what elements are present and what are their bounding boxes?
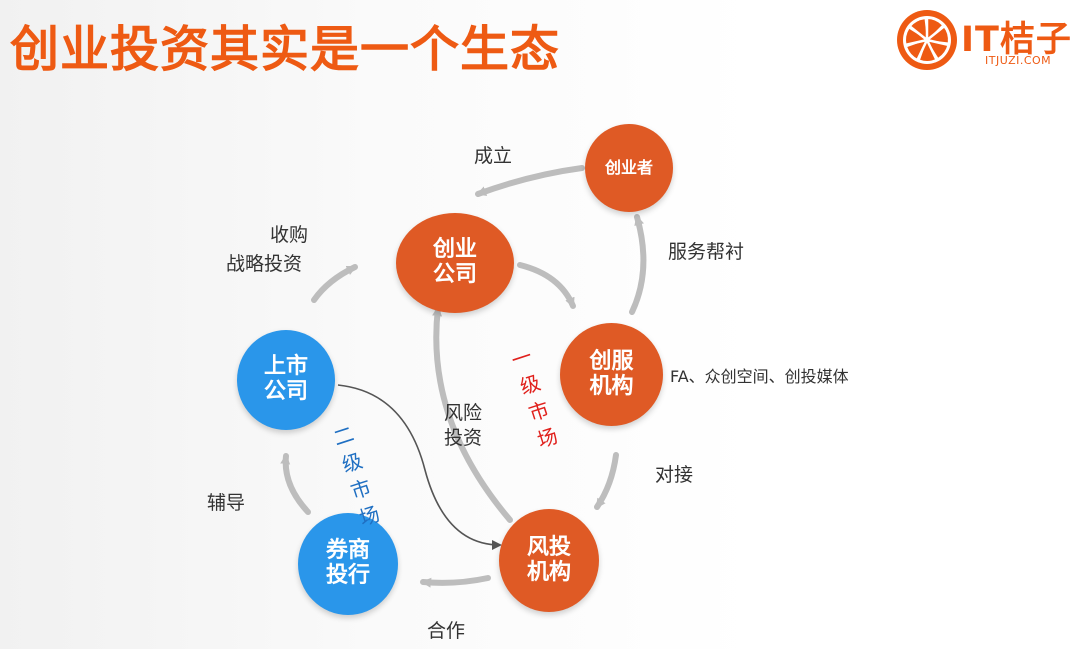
label-service-support: 服务帮衬 xyxy=(668,241,745,263)
node-listed-line2: 公司 xyxy=(263,379,308,404)
label-docking: 对接 xyxy=(655,464,694,486)
node-startup: 创业 公司 xyxy=(396,213,514,313)
node-vc-line1: 风投 xyxy=(526,534,571,560)
node-vc-line2: 机构 xyxy=(526,559,571,585)
node-service-line2: 机构 xyxy=(589,373,634,399)
node-entrepreneur: 创业者 xyxy=(585,124,673,212)
logo-brand-text: IT桔子 xyxy=(961,20,1072,60)
node-listed-line1: 上市 xyxy=(263,354,308,380)
label-cooperate: 合作 xyxy=(427,620,466,642)
arrow-listed-to-vc xyxy=(337,384,502,550)
arrow-entrepreneur-to-startup xyxy=(475,165,585,197)
arrow-service-to-vc xyxy=(594,452,619,510)
node-startup-line2: 公司 xyxy=(432,262,477,287)
label-risk: 风险 xyxy=(444,402,483,424)
label-strategic-investment: 战略投资 xyxy=(226,253,303,275)
node-startup-line1: 创业 xyxy=(432,237,477,263)
node-listed: 上市 公司 xyxy=(237,330,335,430)
label-coach: 辅导 xyxy=(207,492,246,514)
arrow-vc-to-startup xyxy=(432,305,513,523)
node-securities-line1: 券商 xyxy=(325,538,370,564)
label-establish: 成立 xyxy=(474,145,513,167)
node-securities: 券商 投行 xyxy=(298,513,398,615)
itjuzi-logo: IT桔子 ITJUZI.COM xyxy=(895,8,1075,78)
arrow-listed-to-startup xyxy=(311,264,358,303)
node-entrepreneur-label: 创业者 xyxy=(604,158,653,178)
node-service-line1: 创服 xyxy=(589,348,634,374)
arrow-service-to-entrepreneur xyxy=(629,214,647,315)
arrow-vc-to-securities xyxy=(420,575,491,588)
node-vc: 风投 机构 xyxy=(499,509,599,612)
label-acquire: 收购 xyxy=(270,224,309,246)
node-securities-line2: 投行 xyxy=(325,563,370,588)
arrow-startup-to-service xyxy=(517,262,576,309)
page-title: 创业投资其实是一个生态 xyxy=(10,21,561,78)
node-service: 创服 机构 xyxy=(560,323,663,426)
arrow-securities-to-listed xyxy=(280,453,311,515)
orange-slice-icon xyxy=(897,10,957,70)
logo-url-text: ITJUZI.COM xyxy=(985,54,1052,67)
label-invest: 投资 xyxy=(444,427,483,449)
label-service-examples: FA、众创空间、创投媒体 xyxy=(670,367,849,386)
